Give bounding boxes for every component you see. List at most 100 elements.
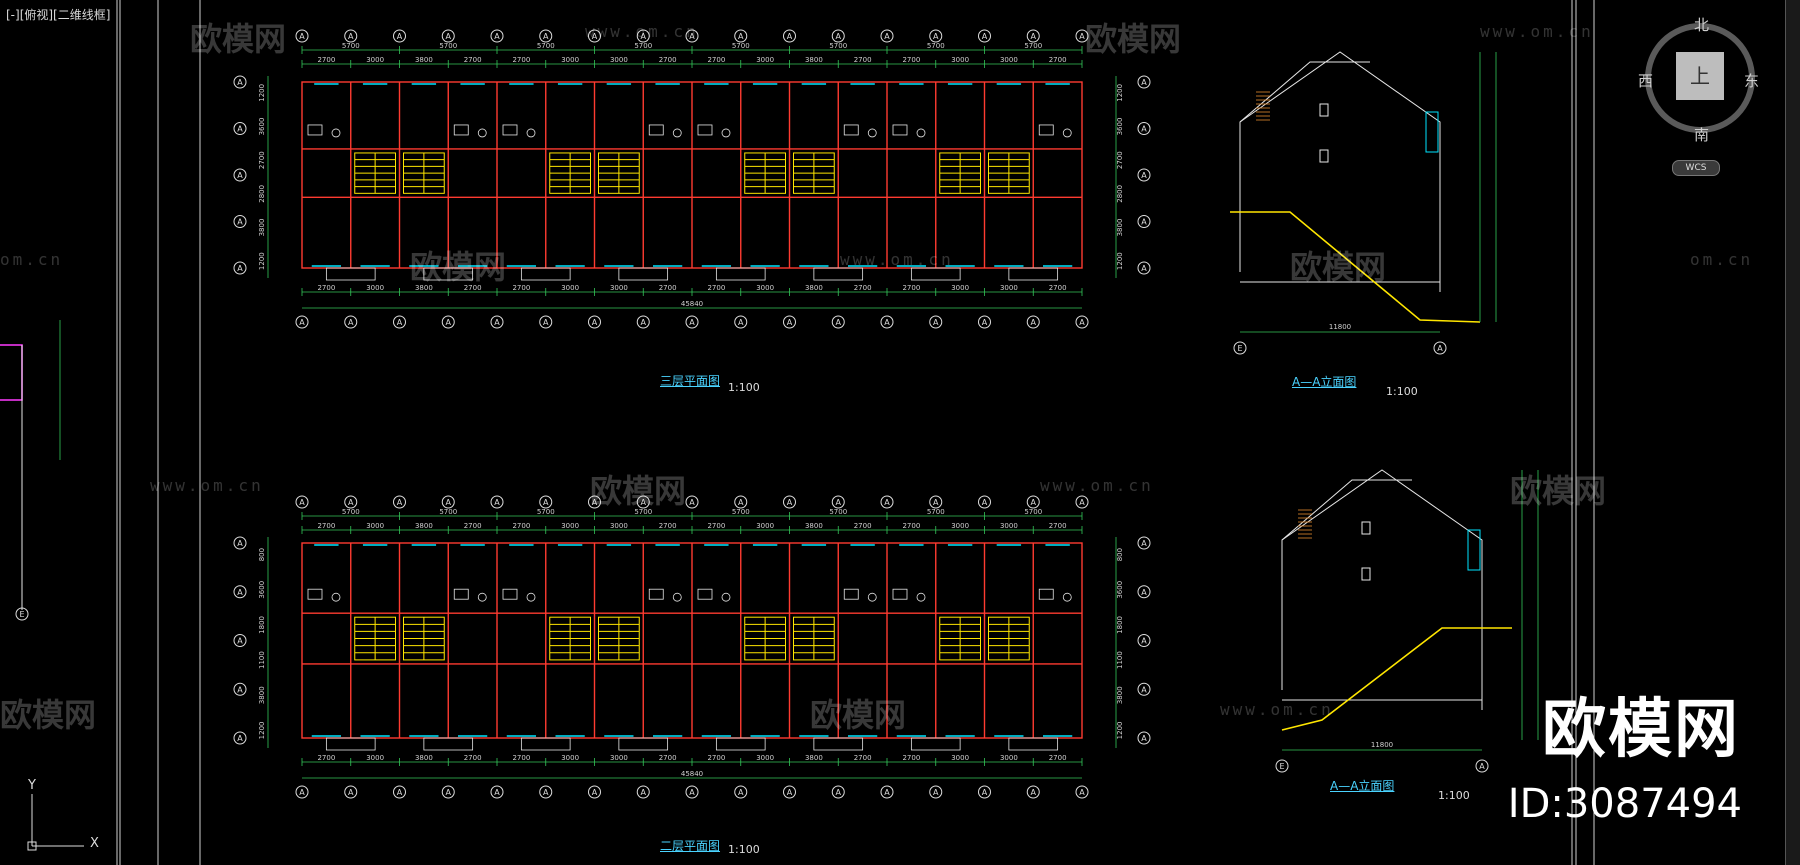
viewport-label[interactable]: [-][俯视][二维线框] bbox=[6, 8, 111, 22]
grid-bubble bbox=[734, 785, 748, 799]
grid-bubble bbox=[783, 495, 796, 509]
fixture bbox=[453, 588, 469, 600]
grid-bubble bbox=[344, 785, 358, 799]
grid-bubble bbox=[441, 495, 455, 509]
grid-bubble-label: A bbox=[592, 32, 598, 41]
balcony bbox=[813, 737, 864, 751]
dim-text-bottom: 3000 bbox=[561, 284, 579, 292]
grid-bubble bbox=[344, 495, 358, 509]
grid-bubble-label: A bbox=[641, 498, 647, 507]
balcony bbox=[715, 267, 766, 281]
grid-bubble-label: A bbox=[933, 788, 939, 797]
grid-bubble-label: E bbox=[19, 610, 24, 619]
grid-bubble bbox=[344, 29, 358, 43]
dim-text-pair: 5700 bbox=[537, 508, 555, 516]
grid-bubble bbox=[783, 785, 796, 799]
watermark-brand: 欧模网 bbox=[0, 696, 97, 734]
fixture bbox=[648, 124, 664, 136]
window bbox=[1319, 103, 1329, 117]
grid-bubble-label: A bbox=[787, 498, 793, 507]
grid-bubble-label: A bbox=[738, 788, 744, 797]
side-dim-text-left: 2800 bbox=[258, 185, 266, 203]
grid-bubble-label: A bbox=[237, 264, 243, 273]
viewcube-north[interactable]: 北 bbox=[1694, 16, 1710, 34]
grid-bubble bbox=[1026, 495, 1040, 509]
grid-bubble bbox=[1275, 759, 1289, 773]
wcs-menu-button[interactable]: WCS bbox=[1672, 160, 1720, 176]
grid-bubble bbox=[233, 75, 247, 89]
grid-bubble bbox=[636, 315, 650, 329]
balcony bbox=[618, 267, 669, 281]
viewcube-south[interactable]: 南 bbox=[1694, 126, 1710, 144]
grid-bubble bbox=[1137, 122, 1151, 135]
grid-bubble bbox=[233, 682, 247, 696]
balcony bbox=[813, 267, 864, 281]
dim-text-bay: 2700 bbox=[317, 522, 335, 530]
viewcube-east[interactable]: 东 bbox=[1744, 72, 1760, 90]
grid-bubble bbox=[783, 315, 796, 329]
grid-bubble bbox=[685, 315, 699, 329]
side-dim-text-right: 3800 bbox=[1116, 219, 1124, 237]
viewcube-west[interactable]: 西 bbox=[1638, 72, 1654, 90]
dim-text-bay: 2700 bbox=[707, 522, 725, 530]
grid-bubble-label: A bbox=[237, 588, 243, 597]
stairs bbox=[354, 616, 1030, 661]
balcony bbox=[618, 737, 669, 751]
fixture bbox=[892, 124, 908, 136]
dim-text-bay: 3000 bbox=[951, 522, 969, 530]
dim-text-bottom: 3000 bbox=[951, 754, 969, 762]
grid-bubble-label: A bbox=[237, 125, 243, 134]
vertical-scrollbar[interactable] bbox=[1785, 0, 1800, 865]
fixture bbox=[307, 588, 323, 600]
grid-bubble bbox=[539, 785, 553, 799]
dim-text-bay: 3800 bbox=[415, 56, 433, 64]
plan-lower-scale: 1:100 bbox=[728, 843, 760, 856]
grid-bubble bbox=[978, 29, 991, 43]
watermark-url: www.om.cn bbox=[1480, 22, 1594, 41]
grid-bubble bbox=[1137, 682, 1151, 696]
grid-bubble bbox=[295, 29, 309, 43]
grid-bubble-label: A bbox=[884, 498, 890, 507]
elev-upper-scale: 1:100 bbox=[1386, 385, 1418, 398]
dim-text-bottom: 2700 bbox=[854, 754, 872, 762]
dim-text-bottom: 2700 bbox=[512, 284, 530, 292]
dim-text-bottom: 3000 bbox=[1000, 754, 1018, 762]
grid-bubble bbox=[393, 495, 406, 509]
grid-bubble-label: A bbox=[1141, 218, 1147, 227]
dim-text-bottom: 3000 bbox=[756, 754, 774, 762]
dim-text-pair: 5700 bbox=[634, 42, 652, 50]
fixture bbox=[892, 588, 908, 600]
grid-bubble bbox=[636, 495, 650, 509]
viewcube[interactable]: 北 西 东 南 上 WCS bbox=[1638, 12, 1768, 176]
frame-lines bbox=[116, 0, 1595, 865]
dim-text-bottom: 3000 bbox=[366, 284, 384, 292]
elevation-outline bbox=[1239, 51, 1441, 292]
grid-bubble bbox=[1137, 215, 1151, 228]
plan-upper-scale: 1:100 bbox=[728, 381, 760, 394]
dim-text-bottom: 3800 bbox=[805, 754, 823, 762]
dim-text-pair: 5700 bbox=[342, 508, 360, 516]
dim-text-bay: 3000 bbox=[561, 56, 579, 64]
left-partial-elevation: E bbox=[0, 320, 61, 621]
grid-bubble-label: A bbox=[397, 318, 403, 327]
viewcube-top-face[interactable]: 上 bbox=[1676, 52, 1724, 100]
fixture bbox=[697, 588, 713, 600]
stairs bbox=[354, 152, 1030, 194]
side-dim-text-right: 2800 bbox=[1116, 185, 1124, 203]
dim-text-bottom: 2700 bbox=[317, 284, 335, 292]
grid-bubble bbox=[880, 315, 894, 329]
grid-bubble bbox=[685, 495, 699, 509]
fixture-toilet bbox=[867, 128, 877, 138]
grid-bubble bbox=[734, 495, 748, 509]
grid-bubble-label: A bbox=[933, 498, 939, 507]
dim-text-bottom: 2700 bbox=[854, 284, 872, 292]
terrain-slope bbox=[1281, 627, 1512, 731]
fixture-toilet bbox=[672, 128, 682, 138]
fixture-toilet bbox=[477, 128, 487, 138]
grid-bubble-label: A bbox=[738, 32, 744, 41]
grid-bubble-label: A bbox=[446, 498, 452, 507]
grid-bubble-label: A bbox=[689, 498, 695, 507]
grid-bubble-label: A bbox=[933, 318, 939, 327]
